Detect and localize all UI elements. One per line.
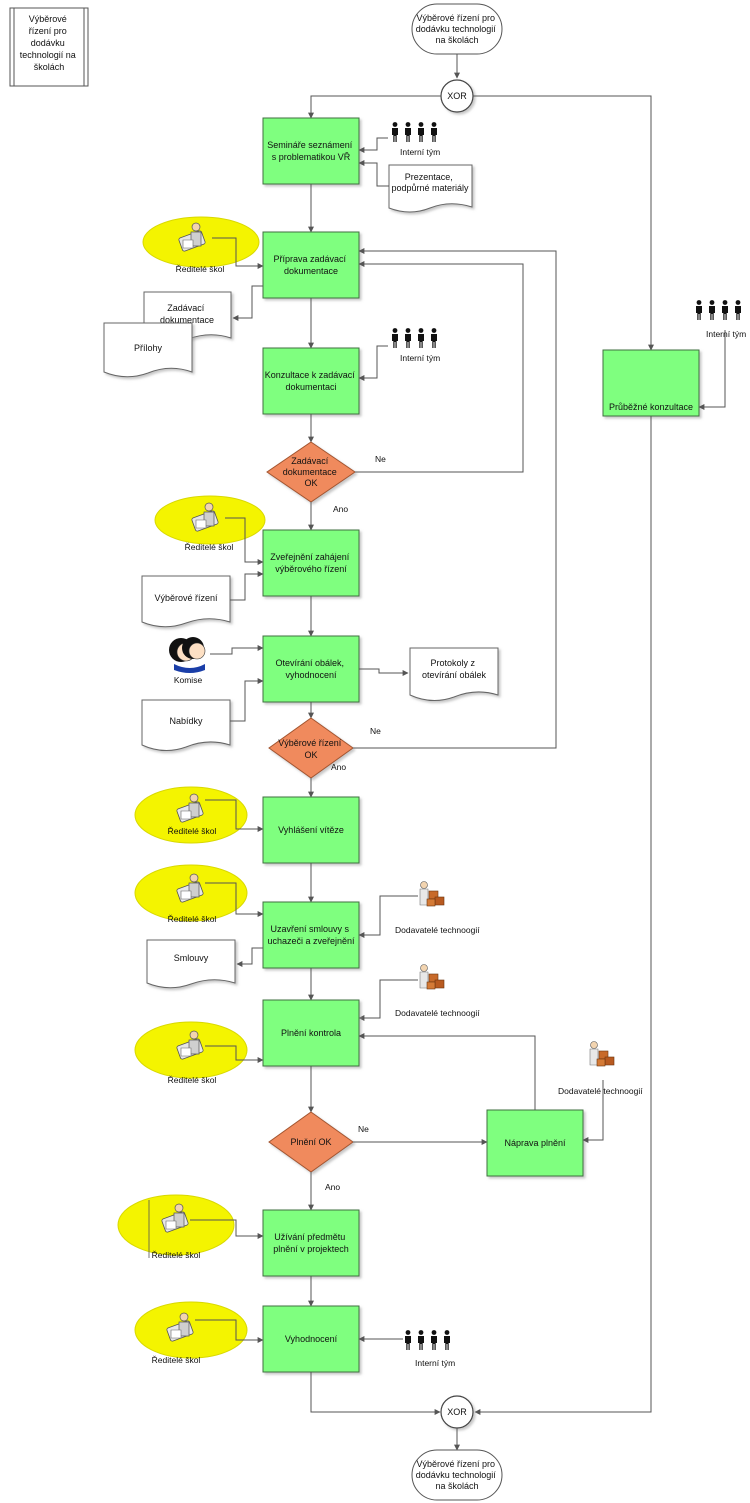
svg-text:Konzultace k zadávací do: Konzultace k zadávací dokumentaci [265, 370, 358, 392]
svg-text:Smlouvy: Smlouvy [174, 953, 209, 963]
supplier-label: Dodavatelé technoogií [395, 1008, 480, 1018]
start-event: Výběrové řízení pro dodávku technologií … [411, 3, 503, 55]
role-label: Ředitelé škol [168, 914, 217, 924]
commission-label: Komise [174, 675, 203, 685]
internal-team-label: Interní tým [706, 329, 746, 339]
internal-team-label: Interní tým [415, 1358, 455, 1368]
process-card-line: Výběrové [29, 14, 67, 24]
task-priprava: Příprava zadávací dokumentace [262, 231, 360, 299]
svg-text:Užívání předmětu plnění: Užívání předmětu plnění v projektech [273, 1232, 349, 1254]
process-card-line: školách [34, 62, 65, 72]
role-label: Ředitelé škol [185, 542, 234, 552]
doc-prezentace: Prezentace, podpůrné materiály [388, 164, 473, 213]
internal-team-icon [405, 1330, 450, 1350]
commission-icon: Komise [169, 637, 206, 685]
internal-team-icon [392, 122, 437, 142]
decision-plneni-ok: Plnění OK [268, 1111, 354, 1173]
role-directors: Ředitelé škol [134, 864, 248, 924]
supplier-label: Dodavatelé technoogií [558, 1086, 643, 1096]
task-vyhodnoceni: Vyhodnocení [262, 1305, 360, 1373]
doc-vyberove-rizeni: Výběrové řízení [141, 575, 231, 628]
supplier-icon [419, 881, 445, 907]
svg-text:Výběrové řízení OK: Výběrové řízení OK [278, 738, 344, 760]
task-plneni: Plnění kontrola [262, 999, 360, 1067]
doc-nabidky: Nabídky [141, 699, 231, 751]
svg-text:Otevírání obálek, vyhodn: Otevírání obálek, vyhodnocení [275, 658, 346, 680]
internal-team-label: Interní tým [400, 353, 440, 363]
svg-text:Semináře seznámení s pro: Semináře seznámení s problematikou VŘ [267, 140, 355, 162]
svg-text:XOR: XOR [447, 91, 467, 101]
svg-text:Protokoly z otevírání ob: Protokoly z otevírání obálek [422, 658, 487, 680]
role-directors: Ředitelé škol [142, 216, 260, 274]
task-otevirani: Otevírání obálek, vyhodnocení [262, 635, 360, 703]
process-card-line: technologií na [20, 50, 76, 60]
svg-text:Výběrové řízení pro: Výběrové řízení pro dodávku technologií … [20, 14, 79, 72]
svg-text:Vyhlášení vítěze: Vyhlášení vítěze [278, 825, 344, 835]
branch-label-no: Ne [358, 1124, 369, 1134]
branch-label-yes: Ano [331, 762, 346, 772]
task-seminare: Semináře seznámení s problematikou VŘ [262, 117, 360, 185]
role-label: Ředitelé škol [168, 1075, 217, 1085]
svg-text:Náprava plnění: Náprava plnění [504, 1138, 566, 1148]
branch-label-yes: Ano [325, 1182, 340, 1192]
doc-prilohy: Přílohy [103, 322, 193, 378]
svg-text:Průběžné konzultace: Průběžné konzultace [609, 402, 693, 412]
svg-text:Výběrové řízení: Výběrové řízení [154, 593, 218, 603]
doc-smlouvy: Smlouvy [146, 939, 236, 989]
svg-text:Plnění OK: Plnění OK [290, 1137, 331, 1147]
role-directors: Ředitelé škol [134, 786, 248, 844]
svg-text:Příprava zadávací dokume: Příprava zadávací dokumentace [273, 254, 348, 276]
role-label: Ředitelé škol [152, 1355, 201, 1365]
branch-label-yes: Ano [333, 504, 348, 514]
svg-text:Vyhodnocení: Vyhodnocení [285, 1334, 338, 1344]
svg-text:Zadávací dokumentace: Zadávací dokumentace OK [283, 456, 340, 488]
xor-join-gateway: XOR [440, 1395, 474, 1429]
svg-text:Zveřejnění zahájení výbě: Zveřejnění zahájení výběrového řízení [270, 552, 352, 574]
supplier-icon [419, 964, 445, 990]
internal-team-icon [696, 300, 741, 320]
task-vyhlaseni: Vyhlášení vítěze [262, 796, 360, 864]
process-card-line: dodávku [31, 38, 65, 48]
task-uzivani: Užívání předmětu plnění v projektech [262, 1209, 360, 1277]
svg-text:Plnění kontrola: Plnění kontrola [281, 1028, 341, 1038]
process-card: Výběrové řízení pro dodávku technologií … [9, 7, 89, 87]
svg-text:XOR: XOR [447, 1407, 467, 1417]
end-event: Výběrové řízení pro dodávku technologií … [411, 1449, 503, 1501]
task-naprava: Náprava plnění [486, 1109, 584, 1177]
svg-text:Uzavření smlouvy s uchaz: Uzavření smlouvy s uchazeči a zveřejnění [267, 924, 355, 946]
role-label: Ředitelé škol [176, 264, 225, 274]
internal-team-icon [392, 328, 437, 348]
process-card-line: řízení pro [29, 26, 67, 36]
role-directors: Ředitelé škol [134, 1301, 248, 1365]
svg-text:Zadávací dokumentace: Zadávací dokumentace [160, 303, 214, 325]
task-prubezne: Průběžné konzultace [602, 349, 700, 417]
svg-text:Prezentace, podpůrné mat: Prezentace, podpůrné materiály [391, 172, 469, 193]
task-zverejneni: Zveřejnění zahájení výběrového řízení [262, 529, 360, 597]
role-directors: Ředitelé škol [117, 1194, 235, 1260]
role-label: Ředitelé škol [168, 826, 217, 836]
doc-protokoly: Protokoly z otevírání obálek [409, 647, 499, 701]
svg-text:Výběrové řízení pro dodá: Výběrové řízení pro dodávku technologií … [416, 13, 499, 45]
branch-label-no: Ne [375, 454, 386, 464]
supplier-icon [589, 1041, 615, 1067]
decision-zadavaci-ok: Zadávací dokumentace OK [266, 441, 356, 503]
svg-text:Výběrové řízení pro dodá: Výběrové řízení pro dodávku technologií … [416, 1459, 499, 1491]
svg-text:Přílohy: Přílohy [134, 343, 163, 353]
branch-label-no: Ne [370, 726, 381, 736]
role-directors: Ředitelé škol [134, 1021, 248, 1085]
task-uzavreni: Uzavření smlouvy s uchazeči a zveřejnění [262, 901, 360, 969]
supplier-label: Dodavatelé technoogií [395, 925, 480, 935]
role-label: Ředitelé škol [152, 1250, 201, 1260]
task-konzultace: Konzultace k zadávací dokumentaci [262, 347, 360, 415]
internal-team-label: Interní tým [400, 147, 440, 157]
xor-split-gateway: XOR [440, 79, 474, 113]
role-directors: Ředitelé škol [154, 495, 266, 552]
svg-text:Nabídky: Nabídky [169, 716, 203, 726]
